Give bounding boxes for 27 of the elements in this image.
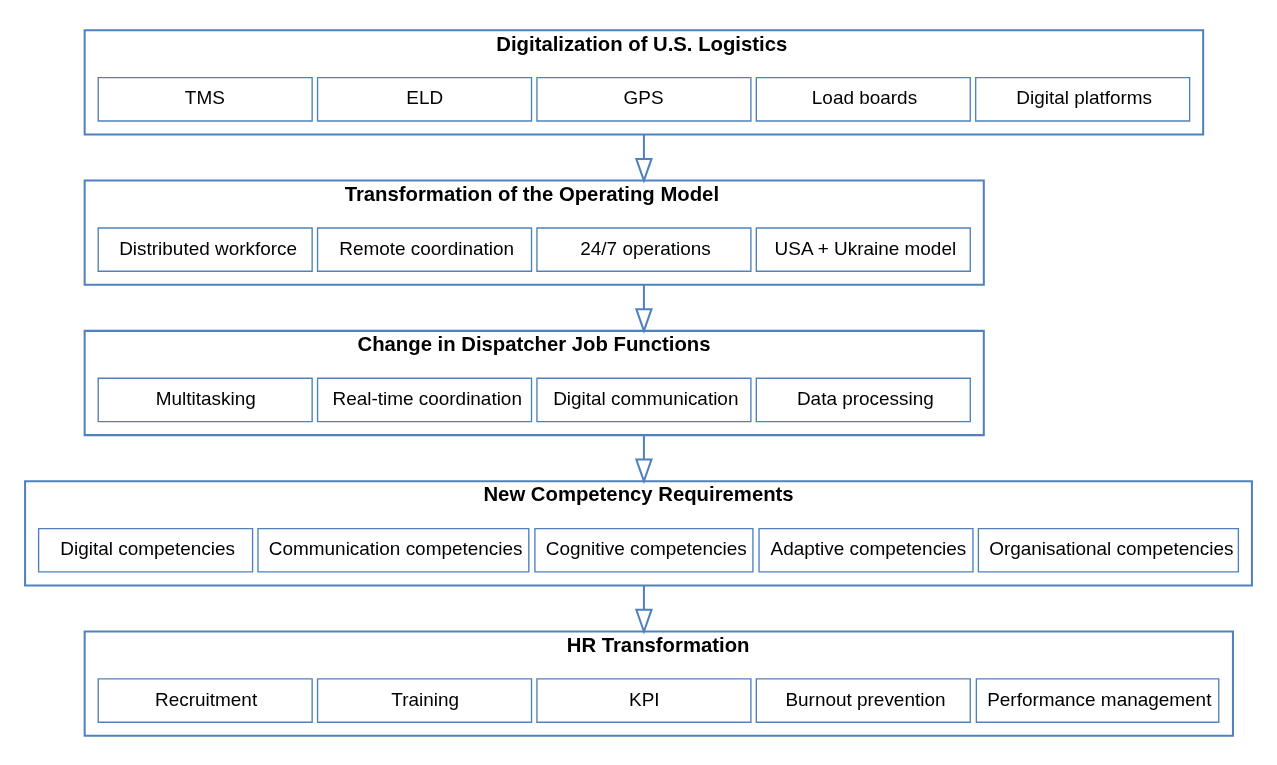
node-box: USA + Ukraine model [755,226,971,272]
node-box: Load boards [755,76,971,122]
node-box: Distributed workforce [97,226,313,272]
node-box: Performance management [975,677,1220,723]
node-box: ELD [316,76,533,122]
arrow [634,434,653,484]
node-box: Adaptive competencies [758,527,974,573]
node-box: Recruitment [97,677,313,723]
node-box: Organisational competencies [977,527,1240,573]
arrow [634,584,653,635]
node-box: GPS [536,76,752,122]
node-box: KPI [536,677,752,723]
node-box: 24/7 operations [536,226,752,272]
node-box: Cognitive competencies [534,527,754,573]
node-box: Digital platforms [975,76,1191,122]
node-box: Communication competencies [257,527,530,573]
node-box: Burnout prevention [755,677,971,723]
arrow [634,284,653,334]
node-box: Digital communication [536,377,752,422]
node-box: Real-time coordination [316,377,533,422]
node-box: Data processing [755,377,971,422]
node-box: Training [316,677,533,723]
node-box: TMS [97,76,313,122]
node-box: Multitasking [97,377,313,422]
arrow [634,134,653,184]
node-box: Digital competencies [37,527,254,573]
node-box: Remote coordination [316,226,533,272]
